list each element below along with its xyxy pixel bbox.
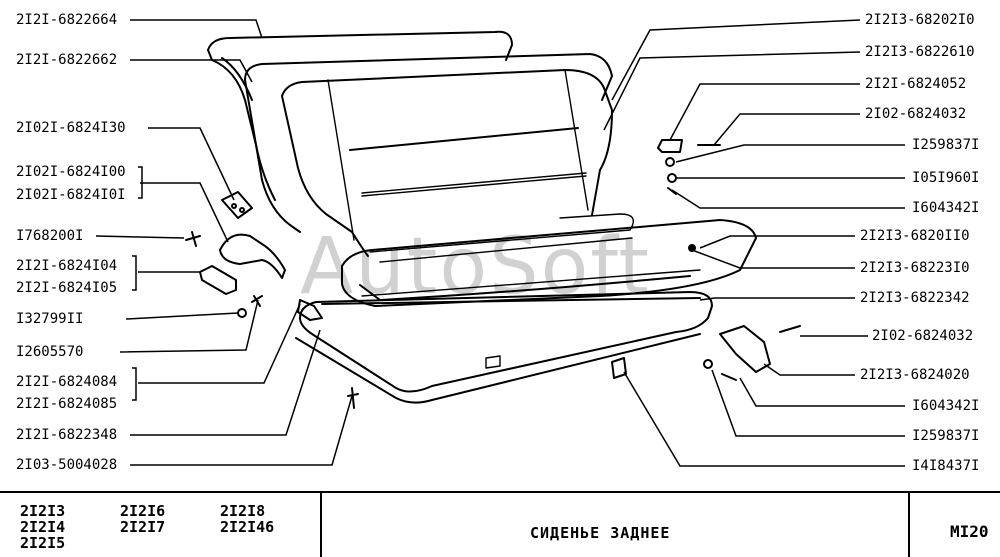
- title-block: [0, 491, 1000, 557]
- part-label: 2I2I3-68202I0: [865, 12, 975, 28]
- seat-exploded-drawing: [95, 19, 905, 467]
- model-code: 2I2I5: [20, 534, 66, 552]
- part-label: 2I02I-6824I30: [16, 120, 126, 136]
- bracket-right-top: [657, 139, 721, 195]
- part-label: I32799II: [16, 311, 84, 327]
- model-code: 2I2I7: [120, 518, 166, 536]
- hinge-bracket-left: [221, 191, 253, 219]
- model-code: 2I2I46: [220, 518, 275, 536]
- screw-small: [185, 231, 323, 321]
- part-label: 2I2I-6824I04: [16, 258, 118, 274]
- part-label: 2I2I3-6820II0: [860, 228, 970, 244]
- latch-lever: [219, 233, 286, 279]
- page-number: MI20: [950, 522, 989, 541]
- part-label: 2I2I-6822662: [16, 52, 118, 68]
- title-block-divider: [320, 493, 322, 557]
- part-label: 2I2I-6824085: [16, 396, 118, 412]
- part-label: 2I2I-6822664: [16, 12, 118, 28]
- part-label: 2I2I3-6824020: [860, 367, 970, 383]
- model-code: 2I2I6: [120, 502, 166, 520]
- hinge-bracket-right: [703, 325, 801, 381]
- backrest: [281, 69, 613, 257]
- seat-base-pan: [295, 291, 713, 404]
- part-label: 2I02I-6824I00: [16, 164, 126, 180]
- part-label: I604342I: [912, 200, 980, 216]
- model-code: 2I2I3: [20, 502, 66, 520]
- part-label: I4I8437I: [912, 458, 980, 474]
- part-label: 2I2I-6824I05: [16, 280, 118, 296]
- part-label: I2605570: [16, 344, 84, 360]
- part-label: I259837I: [912, 137, 980, 153]
- part-label: 2I02I-6824I0I: [16, 187, 126, 203]
- part-label: 2I2I-6824084: [16, 374, 118, 390]
- part-label: 2I02-6824032: [872, 328, 974, 344]
- part-label: 2I2I3-6822610: [865, 44, 975, 60]
- part-label: 2I02-6824032: [865, 106, 967, 122]
- strap-plate: [199, 265, 237, 295]
- part-label: 2I03-5004028: [16, 457, 118, 473]
- sheet-title: СИДЕНЬЕ ЗАДНЕЕ: [530, 524, 671, 542]
- part-label: 2I2I3-68223I0: [860, 260, 970, 276]
- title-block-divider: [908, 493, 910, 557]
- bumper-pin: [347, 387, 359, 409]
- part-label: 2I2I3-6822342: [860, 290, 970, 306]
- part-label: I05I960I: [912, 170, 980, 186]
- watermark: AutoSoft: [300, 222, 652, 312]
- clip: [611, 357, 627, 379]
- model-code: 2I2I4: [20, 518, 66, 536]
- model-code: 2I2I8: [220, 502, 266, 520]
- part-label: 2I2I-6824052: [865, 76, 967, 92]
- part-label: 2I2I-6822348: [16, 427, 118, 443]
- part-label: I259837I: [912, 428, 980, 444]
- part-label: I768200I: [16, 228, 84, 244]
- part-label: I604342I: [912, 398, 980, 414]
